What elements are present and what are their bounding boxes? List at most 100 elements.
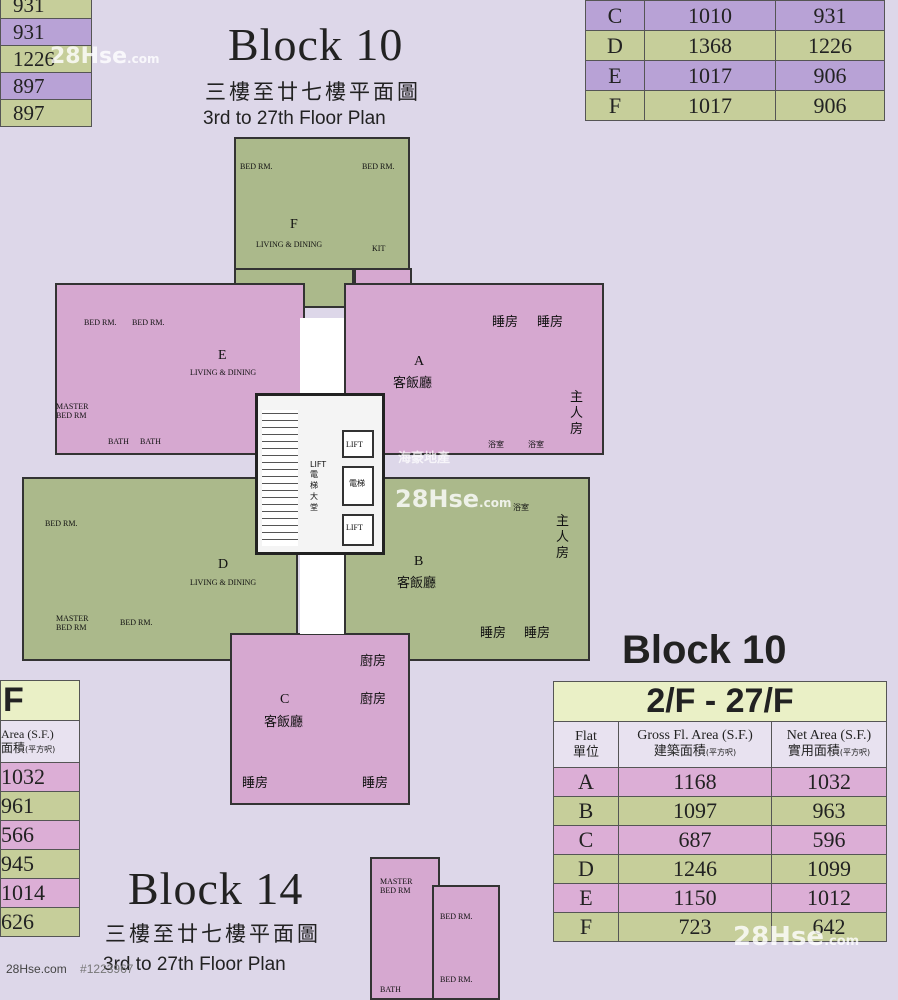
footer-site: 28Hse.com: [6, 962, 67, 976]
table-cell: 1168: [618, 767, 772, 797]
area-table-floors: 2/F - 27/F: [553, 681, 887, 722]
header-flat-cn: 單位: [572, 744, 599, 760]
table-cell: A: [553, 767, 619, 797]
room-label: 廚房: [360, 654, 387, 669]
block14-master-bed: [370, 857, 440, 1000]
block10-title: Block 10: [228, 19, 404, 70]
table-row: F 1017 906: [585, 90, 885, 121]
table-cell: 596: [771, 825, 887, 855]
table-cell: 1017: [644, 90, 776, 121]
partial-heading-cell: F: [0, 680, 80, 721]
table-cell: F: [585, 90, 645, 121]
flat-letter: A: [414, 354, 425, 369]
room-label: BED RM.: [84, 318, 117, 327]
left-top-partial-table: 931 931 1226 897 897: [0, 0, 92, 127]
header-flat-en: Flat: [575, 728, 597, 744]
lift-shaft: [342, 514, 374, 546]
room-label: 睡房: [492, 315, 519, 330]
room-label: BED RM.: [240, 162, 273, 171]
table-row: E 1017 906: [585, 60, 885, 91]
table-cell: 1012: [771, 883, 887, 913]
partial-header-unit: (平方呎): [25, 744, 56, 754]
footer-watermark: 28Hse.com #1223967: [6, 962, 133, 976]
room-label: 睡房: [537, 315, 564, 330]
watermark-brand: 28Hse: [733, 922, 825, 952]
watermark: 28Hse.com: [50, 44, 159, 69]
table-cell: 1032: [0, 762, 80, 792]
room-label: KIT: [372, 244, 386, 253]
table-cell: 1014: [0, 878, 80, 908]
header-flat: Flat 單位: [553, 721, 619, 768]
table-cell: F: [553, 912, 619, 942]
flat-b-area: [344, 477, 590, 661]
partial-header-cell: Area (S.F.) 面積(平方呎): [0, 720, 80, 763]
table-cell: 961: [0, 791, 80, 821]
room-label: BED RM.: [440, 975, 473, 984]
room-label: 睡房: [362, 776, 389, 791]
header-net: Net Area (S.F.) 實用面積(平方呎): [771, 721, 887, 768]
room-label: 浴室: [488, 440, 504, 449]
flat-letter: B: [414, 554, 424, 569]
header-gross-unit: (平方呎): [705, 748, 737, 757]
room-label: 客飯廳: [397, 576, 437, 591]
left-bottom-partial-table: ) F Area (S.F.) 面積(平方呎) 1032 961 566 945…: [0, 640, 80, 937]
table-cell: 963: [771, 796, 887, 826]
table-row: B 1097 963: [553, 796, 887, 826]
room-label: 睡房: [480, 626, 507, 641]
block14-title: Block 14: [128, 863, 304, 914]
watermark: 28Hse.com: [733, 922, 859, 952]
table-cell: B: [553, 796, 619, 826]
room-label: 廚房: [360, 692, 387, 707]
table-cell: 1226: [0, 45, 92, 73]
flat-letter: F: [290, 217, 298, 232]
flat-c-area: [230, 633, 410, 805]
room-label: 客飯廳: [393, 376, 433, 391]
header-net-cn: 實用面積: [787, 744, 840, 759]
room-label: 主人房: [556, 514, 570, 561]
room-label: LIVING & DINING: [190, 368, 257, 377]
table-cell: 897: [0, 99, 92, 127]
table-cell: 1099: [771, 854, 887, 884]
area-table: 2/F - 27/F Flat 單位 Gross Fl. Area (S.F.)…: [553, 681, 887, 942]
lift-shaft: [342, 466, 374, 506]
block14-subtitle-cn: 三樓至廿七樓平面圖: [105, 922, 321, 946]
header-gross-en: Gross Fl. Area (S.F.): [637, 728, 753, 743]
table-cell: C: [553, 825, 619, 855]
room-label: 電梯: [349, 479, 365, 488]
table-cell: E: [553, 883, 619, 913]
table-cell: 1010: [644, 0, 776, 31]
table-cell: 1246: [618, 854, 772, 884]
room-label: 浴室: [513, 503, 529, 512]
watermark-suffix: .com: [824, 934, 860, 949]
table-cell: C: [585, 0, 645, 31]
table-cell: 1097: [618, 796, 772, 826]
table-cell: D: [553, 854, 619, 884]
room-label: BATH: [108, 437, 129, 446]
header-net-en: Net Area (S.F.): [786, 728, 872, 743]
table-cell: 1150: [618, 883, 772, 913]
table-row: C 687 596: [553, 825, 887, 855]
table-cell: 931: [775, 0, 885, 31]
watermark-brand: 28Hse: [395, 485, 480, 513]
watermark: 28Hse.com: [395, 485, 511, 513]
partial-heading: ): [0, 640, 80, 680]
room-label: MASTER BED RM: [56, 614, 89, 632]
room-label: BED RM.: [120, 618, 153, 627]
flat-d-area: [22, 477, 298, 661]
flat-a-area: [344, 283, 604, 455]
footer-ref: #1223967: [80, 962, 134, 976]
table-cell: 1368: [644, 30, 776, 61]
room-label: 主人房: [570, 390, 584, 437]
header-net-unit: (平方呎): [839, 748, 871, 757]
room-label: 睡房: [524, 626, 551, 641]
block10-subtitle-en: 3rd to 27th Floor Plan: [203, 108, 386, 129]
table-row: D 1368 1226: [585, 30, 885, 61]
room-label: MASTER BED RM: [56, 402, 89, 420]
room-label: 客飯廳: [264, 715, 304, 730]
block10-subtitle-cn: 三樓至廿七樓平面圖: [205, 80, 421, 104]
top-right-area-table: C 1010 931 D 1368 1226 E 1017 906 F 1017…: [585, 0, 885, 121]
table-cell: 642: [771, 912, 887, 942]
room-label: BED RM.: [440, 912, 473, 921]
room-label: LIFT: [346, 523, 363, 532]
